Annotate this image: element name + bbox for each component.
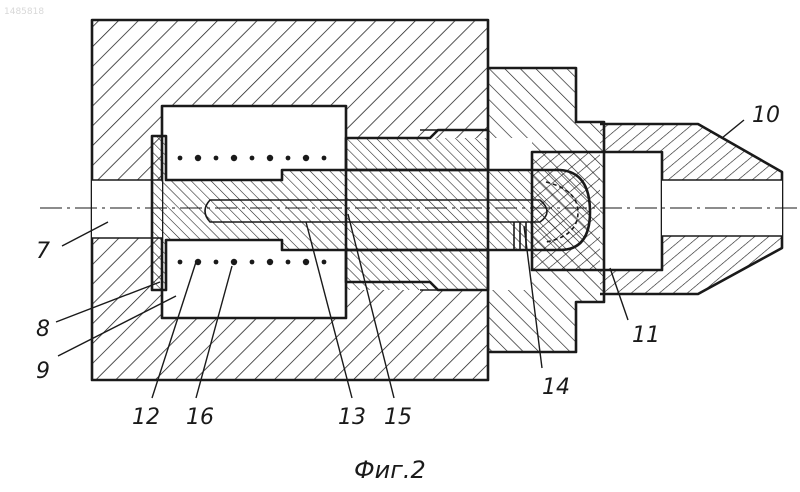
- spring-coil: [214, 260, 219, 265]
- label-10: 10: [752, 103, 780, 128]
- spring-coil: [286, 156, 291, 161]
- spring-coil: [178, 260, 183, 265]
- spring-coil: [231, 259, 237, 265]
- label-11: 11: [632, 323, 660, 348]
- spring-coil: [178, 156, 183, 161]
- spring-coil: [231, 155, 237, 161]
- corner-mark: 1485818: [4, 7, 44, 17]
- label-9: 9: [36, 359, 50, 384]
- spring-coil: [322, 260, 327, 265]
- label-12: 12: [132, 405, 160, 430]
- label-15: 15: [384, 405, 412, 430]
- spring-coil: [267, 259, 273, 265]
- spring-coil: [322, 156, 327, 161]
- spring-coil: [250, 156, 255, 161]
- spring-coil: [303, 259, 309, 265]
- spring-coil: [195, 155, 201, 161]
- label-14: 14: [542, 375, 570, 400]
- label-13: 13: [338, 405, 366, 430]
- label-7: 7: [36, 239, 50, 264]
- spring-coil: [303, 155, 309, 161]
- spring-coil: [250, 260, 255, 265]
- spring-coil: [267, 155, 273, 161]
- spring-coil: [286, 260, 291, 265]
- label-8: 8: [36, 317, 50, 342]
- figure-caption: Фиг.2: [354, 456, 426, 484]
- label-16: 16: [186, 405, 214, 430]
- spring-coil: [214, 156, 219, 161]
